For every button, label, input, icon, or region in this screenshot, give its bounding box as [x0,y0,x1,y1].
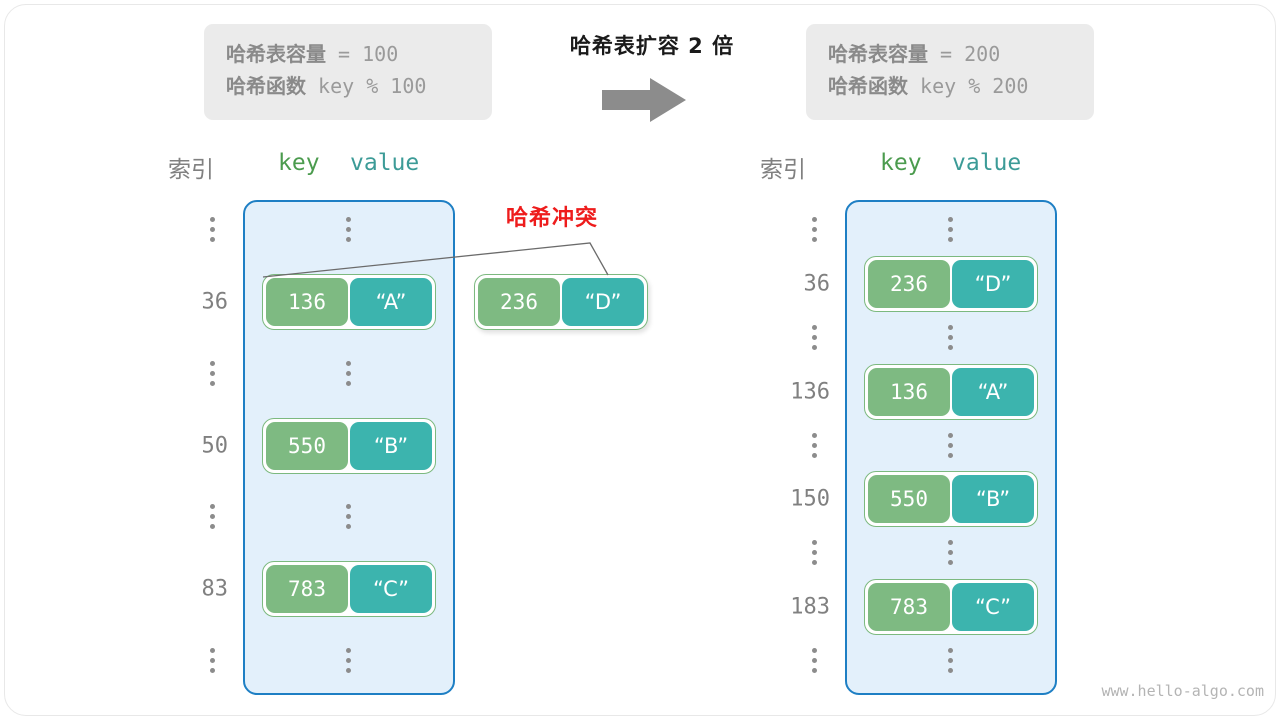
right-arrow-icon [602,78,686,122]
before-index-label: 83 [201,576,229,602]
before-kv-pair: 550“B” [262,417,436,474]
after-value-cell: “C” [952,583,1034,632]
before-hashfn-label: 哈希函数 [226,74,306,98]
before-value-cell: “C” [350,565,432,614]
colliding-key-cell: 236 [478,278,560,326]
after-key-cell: 136 [868,367,950,416]
before-capacity-label: 哈希表容量 [226,42,326,66]
colliding-value-cell: “D” [562,278,644,326]
after-capacity-label: 哈希表容量 [828,42,928,66]
before-index-ellipsis [210,360,216,387]
after-key-header: key [880,150,922,176]
colliding-pair: 236 “D” [474,274,648,330]
before-kv-pair: 783“C” [262,561,436,618]
after-index-label [770,217,860,243]
after-index-label: 136 [790,379,830,405]
after-key-cell: 236 [868,259,950,308]
before-index-label: 50 [201,433,229,458]
after-capacity-line: 哈希表容量 = 200 [828,38,1072,70]
after-hashfn-value: key % 200 [908,74,1029,98]
after-kv-pair: 783“C” [864,579,1038,636]
after-kv-pair: 550“B” [864,471,1038,528]
after-hashfn-line: 哈希函数 key % 200 [828,70,1072,102]
after-index-label: 183 [790,594,830,620]
before-key-cell: 550 [266,421,348,470]
before-hashfn-line: 哈希函数 key % 100 [226,70,470,102]
before-value-cell: “A” [350,277,432,326]
resize-caption: 哈希表扩容 2 倍 [569,34,735,58]
watermark: www.hello-algo.com [1101,682,1264,700]
before-capacity-line: 哈希表容量 = 100 [226,38,470,70]
before-index-label [168,217,258,243]
after-kv-pair: 136“A” [864,363,1038,420]
before-hashfn-value: key % 100 [306,74,427,98]
before-index-label [168,504,258,530]
before-index-ellipsis [210,504,216,530]
after-value-cell: “D” [952,259,1034,308]
before-cell-ellipsis [346,648,352,674]
after-key-cell: 783 [868,583,950,632]
before-index-ellipsis [210,217,216,243]
after-index-label: 150 [790,486,830,512]
after-index-label: 36 [803,271,831,297]
after-key-cell: 550 [868,475,950,524]
after-index-label [770,324,860,351]
after-index-ellipsis [812,648,818,674]
after-value-cell: “A” [952,367,1034,416]
before-key-header: key [278,150,320,176]
before-capacity-value: = 100 [326,42,399,66]
after-cell-ellipsis [948,432,954,459]
before-cell-ellipsis [346,360,352,387]
after-index-label [770,432,860,459]
after-kv-pair: 236“D” [864,255,1038,312]
before-index-label [168,360,258,387]
before-value-cell: “B” [350,421,432,470]
before-index-ellipsis [210,648,216,674]
after-hashfn-label: 哈希函数 [828,74,908,98]
after-index-label [770,540,860,566]
collision-label: 哈希冲突 [505,206,598,231]
after-info-box: 哈希表容量 = 200 哈希函数 key % 200 [806,24,1094,120]
after-cell-ellipsis [948,648,954,674]
after-cell-ellipsis [948,217,954,243]
after-value-cell: “B” [952,475,1034,524]
after-index-header: 索引 [760,157,806,183]
after-cell-ellipsis [948,540,954,566]
before-index-header: 索引 [168,157,214,183]
after-index-ellipsis [812,324,818,351]
before-key-cell: 136 [266,277,348,326]
before-index-label [168,648,258,674]
after-index-label [770,648,860,674]
before-key-cell: 783 [266,565,348,614]
before-cell-ellipsis [346,217,352,243]
after-index-ellipsis [812,432,818,459]
before-value-header: value [350,150,420,176]
before-index-label: 36 [201,289,229,315]
before-cell-ellipsis [346,504,352,530]
after-value-header: value [952,150,1022,176]
after-capacity-value: = 200 [928,42,1001,66]
after-index-ellipsis [812,217,818,243]
before-info-box: 哈希表容量 = 100 哈希函数 key % 100 [204,24,492,120]
after-cell-ellipsis [948,324,954,351]
before-kv-pair: 136“A” [262,273,436,330]
after-index-ellipsis [812,540,818,566]
